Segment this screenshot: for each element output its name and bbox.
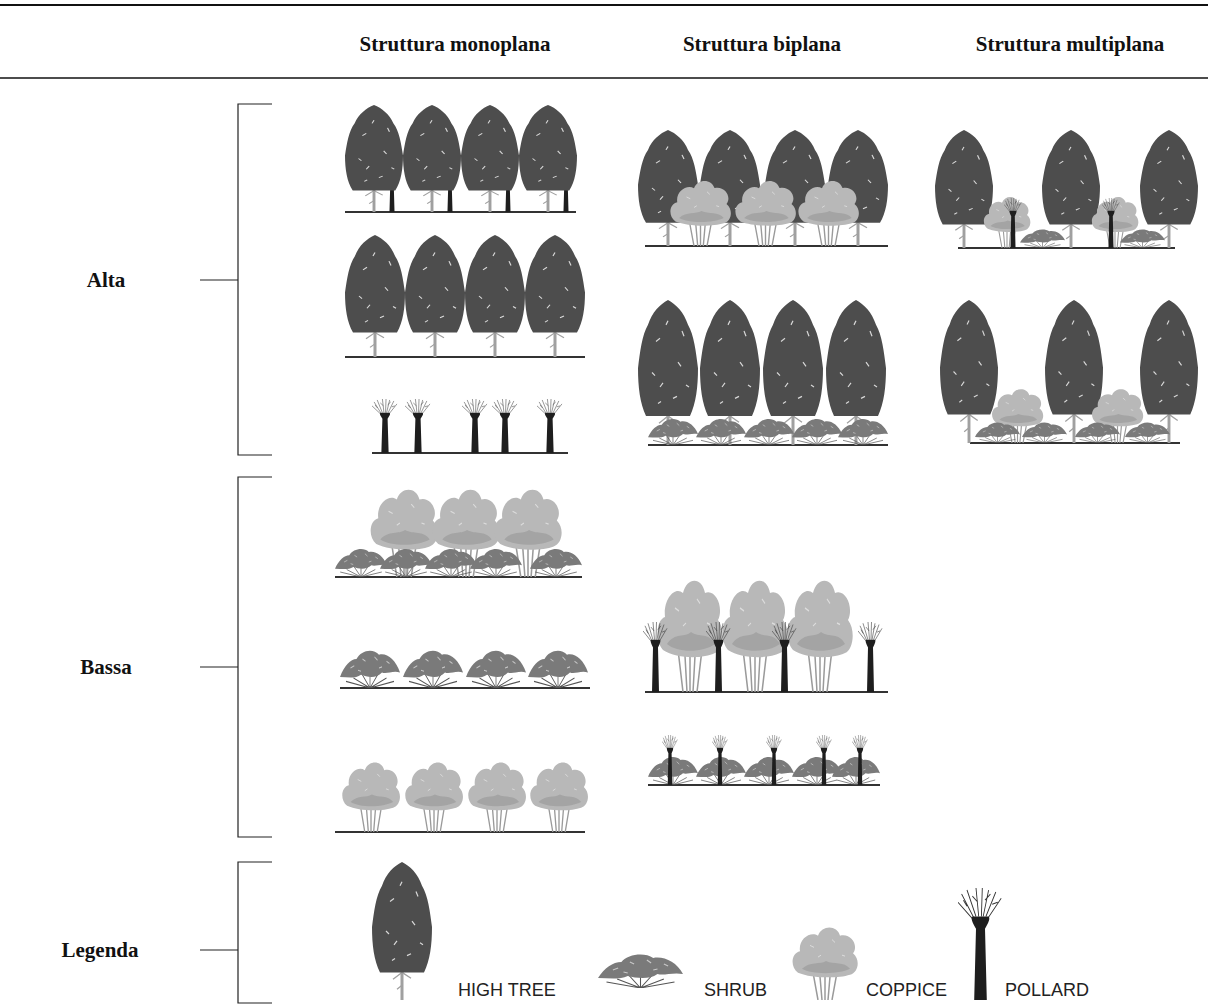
legend-label: COPPICE — [866, 980, 947, 1001]
column-header: Struttura multiplana — [976, 32, 1164, 57]
legend-label: POLLARD — [1005, 980, 1089, 1001]
legend-label: HIGH TREE — [458, 980, 556, 1001]
column-header: Struttura monoplana — [360, 32, 551, 57]
column-header: Struttura biplana — [683, 32, 841, 57]
row-label: Alta — [87, 268, 126, 293]
legend-heading: Legenda — [61, 938, 138, 963]
legend-label: SHRUB — [704, 980, 767, 1001]
row-label: Bassa — [80, 655, 131, 680]
